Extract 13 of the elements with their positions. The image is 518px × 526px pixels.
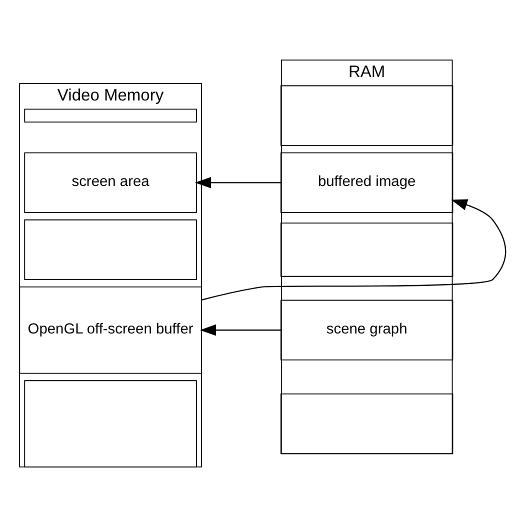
node-box [24, 380, 197, 467]
node-box: scene graph [280, 299, 454, 360]
node-box: screen area [24, 152, 197, 212]
arrow [194, 176, 281, 188]
node-box: OpenGL off-screen buffer [19, 286, 202, 374]
arrow [201, 198, 506, 300]
node-box [24, 218, 197, 280]
node-box [280, 392, 454, 454]
arrow [200, 324, 281, 336]
node-box [280, 222, 454, 276]
node-box [24, 108, 197, 122]
node-box: buffered image [280, 152, 454, 212]
node-box [280, 84, 454, 146]
